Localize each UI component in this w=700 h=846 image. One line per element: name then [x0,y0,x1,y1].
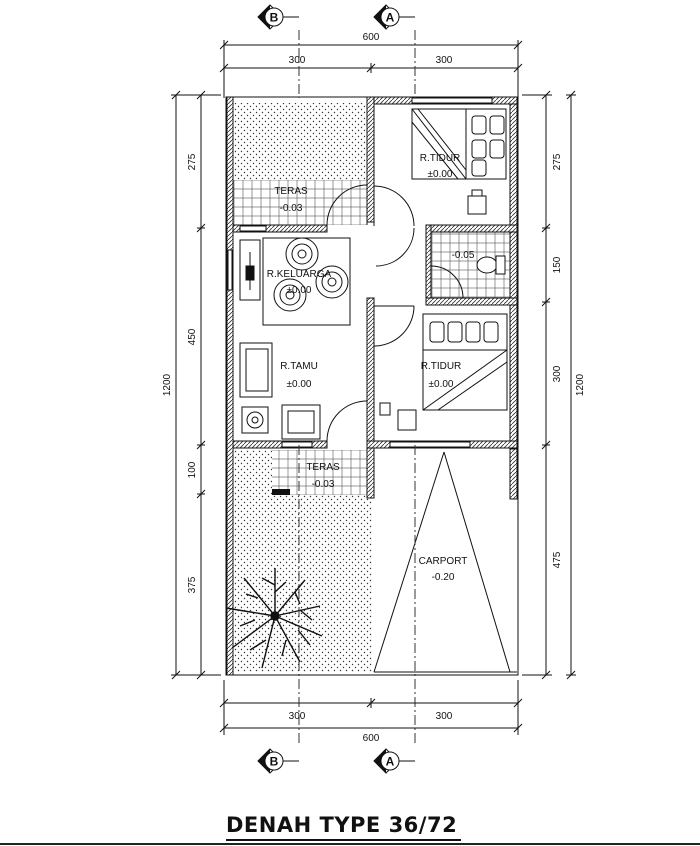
teras-bottom-floor [272,450,372,495]
room-level: ±0.00 [287,285,312,296]
right-dimension-lines [522,90,576,680]
room-level: -0.20 [432,572,455,583]
section-b-label-top: B [270,11,279,25]
left-dimension-2: 450 [187,328,198,345]
bottom-total-dimension: 600 [363,733,380,744]
room-name: R.KELUARGA [267,269,332,280]
section-marker-b-top: B [257,4,299,30]
bed-top [411,108,507,215]
left-dimension-3: 100 [187,461,198,478]
right-dimension-1: 275 [552,153,563,170]
room-level: ±0.00 [429,379,454,390]
left-dimension-4: 375 [187,576,198,593]
section-b-label-bottom: B [270,755,279,769]
right-overall-dimension: 1200 [575,373,586,396]
toilet [476,255,506,275]
left-dimension-1: 275 [187,153,198,170]
section-a-label-top: A [386,11,395,25]
room-teras-top: TERAS -0.03 [274,186,308,214]
room-name: R.TIDUR [421,361,462,372]
top-left-dimension: 300 [289,55,306,66]
bottom-right-dimension: 300 [436,711,453,722]
room-name: TERAS [306,462,340,473]
top-total-dimension: 600 [363,32,380,43]
section-marker-b-bottom: B [257,748,299,774]
left-dimension-lines [171,90,221,680]
carport-slope-lines [373,451,517,673]
family-room-furniture [239,237,351,326]
teras-top-floor [232,180,367,225]
garden-top [232,103,367,180]
bottom-border [0,843,700,845]
windows [227,97,493,448]
right-dimension-4: 475 [552,551,563,568]
room-name: R.TAMU [280,361,318,372]
right-dimension-3: 300 [552,365,563,382]
right-dimension-2: 150 [552,256,563,273]
room-level: ±0.00 [287,379,312,390]
section-a-label-bottom: A [386,755,395,769]
room-bedroom-top: R.TIDUR ±0.00 [420,153,461,180]
doors [326,184,464,442]
room-teras-bottom: TERAS -0.03 [306,462,340,490]
living-room-furniture [239,342,321,440]
room-carport: CARPORT -0.20 [419,556,468,583]
section-marker-a-bottom: A [373,748,415,774]
top-dimension-lines [219,40,523,98]
section-lines [298,30,416,745]
plan-title: DENAH TYPE 36/72 [226,812,462,841]
bed-bottom [379,313,508,431]
room-level: -0.03 [312,479,335,490]
room-bedroom-bottom: R.TIDUR ±0.00 [421,361,462,390]
left-overall-dimension: 1200 [162,373,173,396]
room-name: TERAS [274,186,308,197]
room-level: -0.05 [452,250,475,261]
room-living: R.TAMU ±0.00 [280,361,318,390]
room-name: R.TIDUR [420,153,461,164]
section-marker-a-top: A [373,4,415,30]
room-level: -0.03 [280,203,303,214]
room-bathroom: -0.05 [452,250,475,261]
room-level: ±0.00 [428,169,453,180]
top-right-dimension: 300 [436,55,453,66]
bottom-left-dimension: 300 [289,711,306,722]
room-name: CARPORT [419,556,468,567]
room-family: R.KELUARGA ±0.00 [267,269,332,296]
bottom-dimension-lines [219,680,523,735]
